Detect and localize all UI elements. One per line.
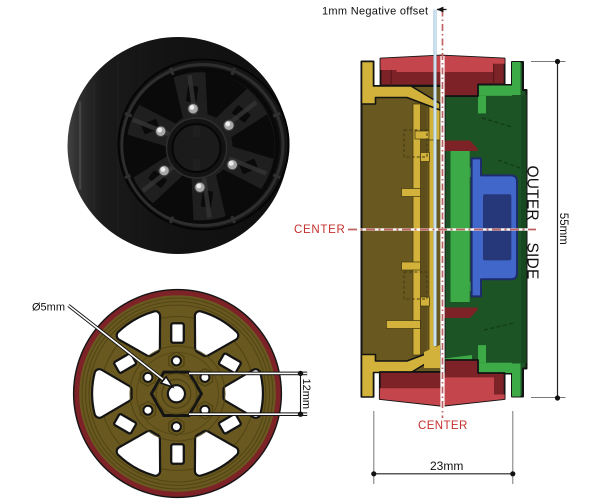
svg-text:12mm: 12mm (300, 379, 312, 410)
svg-text:55mm: 55mm (557, 213, 569, 245)
svg-text:CENTER: CENTER (294, 224, 345, 236)
svg-text:Ø5mm: Ø5mm (32, 301, 65, 313)
svg-text:OUTER: OUTER (524, 166, 541, 221)
svg-text:1mm Negative offset: 1mm Negative offset (322, 6, 428, 18)
svg-text:SIDE: SIDE (524, 243, 541, 280)
svg-text:23mm: 23mm (430, 459, 463, 473)
svg-text:CENTER: CENTER (418, 420, 468, 432)
